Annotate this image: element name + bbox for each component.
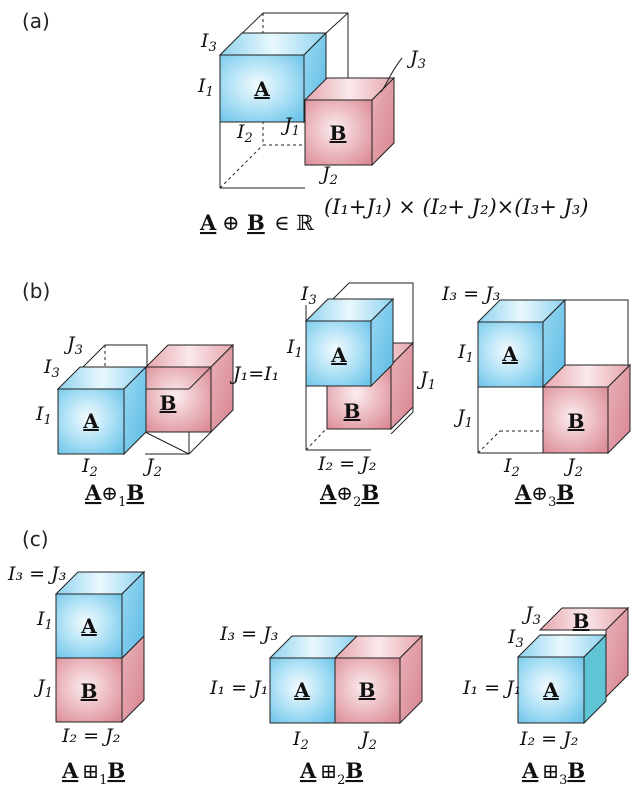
svg-text:I₁ = J₁: I₁ = J₁ — [462, 677, 521, 699]
svg-text:I3: I3 — [43, 356, 60, 381]
svg-text:B: B — [568, 409, 585, 433]
panel-a-block-a: A — [218, 31, 328, 124]
svg-text:I₃ = J₃: I₃ = J₃ — [219, 623, 278, 645]
svg-text:J3: J3 — [63, 333, 83, 358]
svg-text:B: B — [344, 399, 361, 423]
panel-a-dim-i3: I3 — [200, 30, 217, 55]
svg-text:J₁=I₁: J₁=I₁ — [229, 363, 279, 385]
svg-text:B: B — [573, 609, 590, 633]
svg-text:B: B — [359, 678, 376, 702]
panel-a-dim-i2: I2 — [236, 121, 253, 146]
panel-b-sub2-op: A⊕2B — [319, 480, 379, 510]
svg-text:⊕: ⊕ — [222, 211, 240, 235]
svg-text:J2: J2 — [563, 455, 583, 480]
svg-text:A: A — [199, 210, 217, 235]
panel-a: (a) A B I3 — [22, 9, 589, 235]
panel-b-sub1: A B J3 I3 I1 I2 J2 J₁=I₁ A⊕1B — [35, 333, 279, 510]
panel-b-sub3: A B I₃ = J₃ I1 J1 I2 J2 A⊕3B — [441, 283, 632, 510]
panel-c-sub3-op: A⊞3B — [521, 758, 585, 788]
panel-c-sub1-op: A⊞1B — [61, 758, 125, 788]
panel-c: (c) B A I₃ = J₃ I1 J1 I₂ = J₂ A⊞1B A — [7, 527, 630, 788]
svg-text:I1: I1 — [286, 336, 303, 361]
svg-text:I1: I1 — [35, 403, 52, 428]
svg-text:B: B — [81, 679, 98, 703]
svg-text:B: B — [247, 210, 265, 235]
svg-text:B: B — [160, 391, 177, 415]
panel-c-sub2: A B I₃ = J₃ I₁ = J₁ I2 J2 A⊞2B — [209, 623, 424, 788]
svg-text:A: A — [82, 409, 99, 433]
panel-a-block-b-label: B — [330, 121, 347, 145]
svg-text:J1: J1 — [416, 368, 436, 393]
svg-text:J1: J1 — [453, 406, 473, 431]
panel-a-block-a-label: A — [253, 77, 270, 101]
panel-a-dim-j2: J2 — [318, 163, 338, 188]
panel-b-sub3-op: A⊕3B — [514, 480, 574, 510]
svg-text:I3: I3 — [507, 626, 524, 651]
svg-text:J2: J2 — [357, 728, 377, 753]
svg-text:I2: I2 — [81, 455, 98, 480]
svg-text:I2: I2 — [503, 455, 520, 480]
panel-c-sub1: B A I₃ = J₃ I1 J1 I₂ = J₂ A⊞1B — [7, 563, 146, 788]
panel-c-sub3: B A J3 I3 I₁ = J₁ I₂ = J₂ A⊞3B — [462, 603, 630, 788]
panel-b-label: (b) — [22, 279, 50, 303]
svg-text:I₂ = J₂: I₂ = J₂ — [317, 453, 376, 475]
svg-text:I3: I3 — [300, 283, 317, 308]
svg-text:J2: J2 — [142, 455, 162, 480]
svg-text:I₂ = J₂: I₂ = J₂ — [519, 728, 578, 750]
panel-a-label: (a) — [22, 9, 50, 33]
svg-text:A: A — [80, 614, 97, 638]
panel-a-formula-exponent: (I₁+J₁) × (I₂+ J₂)×(I₃+ J₃) — [324, 195, 589, 219]
panel-c-label: (c) — [22, 527, 49, 551]
panel-b: (b) A B J3 I3 I1 I2 — [22, 279, 632, 510]
svg-text:A: A — [501, 342, 518, 366]
panel-a-dim-j1: J1 — [280, 114, 300, 139]
svg-text:I2: I2 — [292, 728, 309, 753]
svg-text:J3: J3 — [521, 603, 541, 628]
panel-a-formula: A ⊕ B ∈ ℝ (I₁+J₁) × (I₂+ J₂)×(I₃+ J₃) — [199, 195, 589, 235]
panel-b-sub2: B A I3 I1 J1 I₂ = J₂ A⊕2B — [286, 282, 436, 510]
panel-a-dim-i1: I1 — [197, 75, 214, 100]
svg-text:I₂ = J₂: I₂ = J₂ — [61, 725, 120, 747]
svg-text:∈ ℝ: ∈ ℝ — [274, 211, 314, 235]
svg-text:I₁ = J₁: I₁ = J₁ — [209, 677, 268, 699]
panel-a-block-b: B — [303, 76, 396, 167]
svg-text:A: A — [330, 343, 347, 367]
svg-text:I1: I1 — [36, 608, 53, 633]
svg-text:A: A — [542, 678, 559, 702]
panel-a-dim-j3: J3 — [406, 47, 426, 72]
panel-a-j3-leader — [380, 57, 403, 93]
panel-c-sub2-op: A⊞2B — [299, 758, 363, 788]
svg-text:I1: I1 — [457, 341, 474, 366]
svg-text:I₃ = J₃: I₃ = J₃ — [7, 563, 66, 585]
svg-text:A: A — [293, 678, 310, 702]
svg-text:I₃ = J₃: I₃ = J₃ — [441, 283, 500, 305]
svg-text:J1: J1 — [33, 676, 53, 701]
panel-b-sub1-op: A⊕1B — [84, 480, 144, 510]
